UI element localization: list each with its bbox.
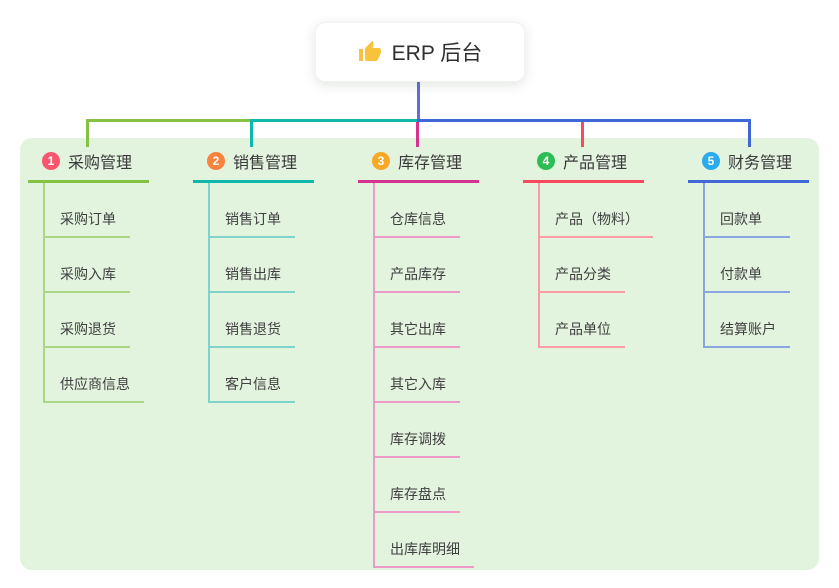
branch-title-sales[interactable]: 2 销售管理 <box>193 146 314 183</box>
node-label: 结算账户 <box>705 319 790 348</box>
badge-2: 2 <box>207 152 225 170</box>
branches-panel <box>20 138 819 570</box>
mindmap-node[interactable]: 采购入库 <box>45 238 144 293</box>
mindmap-node[interactable]: 库存盘点 <box>375 458 474 513</box>
node-label: 库存调拨 <box>375 429 460 458</box>
branch-label: 采购管理 <box>68 155 133 172</box>
node-label: 付款单 <box>705 264 790 293</box>
node-label: 采购订单 <box>45 209 130 238</box>
node-label: 仓库信息 <box>375 209 460 238</box>
branch-label: 产品管理 <box>563 155 628 172</box>
mindmap-node[interactable]: 结算账户 <box>705 293 790 348</box>
branch-sales: 2 销售管理 销售订单 销售出库 销售退货 客户信息 <box>193 146 314 403</box>
node-label: 客户信息 <box>210 374 295 403</box>
branch-label: 库存管理 <box>398 155 463 172</box>
connector-purchase-vertical <box>86 119 89 147</box>
branch-children-product: 产品（物料） 产品分类 产品单位 <box>538 183 653 348</box>
connector-finance-vertical <box>748 119 751 147</box>
branch-label: 财务管理 <box>728 155 793 172</box>
node-label: 产品库存 <box>375 264 460 293</box>
branch-label: 销售管理 <box>233 155 298 172</box>
connector-sales-horizontal <box>250 119 420 122</box>
mindmap-node[interactable]: 供应商信息 <box>45 348 144 403</box>
branch-product: 4 产品管理 产品（物料） 产品分类 产品单位 <box>523 146 653 348</box>
mindmap-node[interactable]: 产品（物料） <box>540 183 653 238</box>
mindmap-node[interactable]: 产品分类 <box>540 238 653 293</box>
mindmap-node[interactable]: 其它入库 <box>375 348 474 403</box>
badge-4: 4 <box>537 152 555 170</box>
connector-product-vertical <box>581 122 584 147</box>
branch-title-finance[interactable]: 5 财务管理 <box>688 146 809 183</box>
root-node-label: ERP 后台 <box>391 42 483 65</box>
badge-1: 1 <box>42 152 60 170</box>
node-label: 采购退货 <box>45 319 130 348</box>
mindmap-node[interactable]: 付款单 <box>705 238 790 293</box>
node-label: 其它出库 <box>375 319 460 348</box>
node-label: 产品单位 <box>540 319 625 348</box>
node-label: 销售订单 <box>210 209 295 238</box>
branch-inventory: 3 库存管理 仓库信息 产品库存 其它出库 其它入库 库存调拨 库存盘点 出库库… <box>358 146 479 568</box>
node-label: 其它入库 <box>375 374 460 403</box>
badge-3: 3 <box>372 152 390 170</box>
branch-children-finance: 回款单 付款单 结算账户 <box>703 183 790 348</box>
node-label: 销售退货 <box>210 319 295 348</box>
connector-sales-vertical <box>250 119 253 147</box>
mindmap-node[interactable]: 采购退货 <box>45 293 144 348</box>
node-label: 销售出库 <box>210 264 295 293</box>
mindmap-node[interactable]: 客户信息 <box>210 348 295 403</box>
mindmap-node[interactable]: 库存调拨 <box>375 403 474 458</box>
node-label: 产品分类 <box>540 264 625 293</box>
badge-5: 5 <box>702 152 720 170</box>
node-label: 库存盘点 <box>375 484 460 513</box>
branch-children-purchase: 采购订单 采购入库 采购退货 供应商信息 <box>43 183 144 403</box>
branch-children-inventory: 仓库信息 产品库存 其它出库 其它入库 库存调拨 库存盘点 出库库明细 <box>373 183 474 568</box>
connector-inventory-vertical <box>416 122 419 147</box>
mindmap-node[interactable]: 出库库明细 <box>375 513 474 568</box>
node-label: 回款单 <box>705 209 790 238</box>
branch-children-sales: 销售订单 销售出库 销售退货 客户信息 <box>208 183 295 403</box>
node-label: 供应商信息 <box>45 374 144 403</box>
node-label: 采购入库 <box>45 264 130 293</box>
thumbs-up-icon <box>358 40 382 64</box>
connector-finance-horizontal <box>417 119 751 122</box>
mindmap-node[interactable]: 采购订单 <box>45 183 144 238</box>
mindmap-node[interactable]: 产品库存 <box>375 238 474 293</box>
branch-title-inventory[interactable]: 3 库存管理 <box>358 146 479 183</box>
mindmap-node[interactable]: 销售退货 <box>210 293 295 348</box>
mindmap-node[interactable]: 销售出库 <box>210 238 295 293</box>
branch-title-purchase[interactable]: 1 采购管理 <box>28 146 149 183</box>
node-label: 产品（物料） <box>540 209 653 238</box>
mindmap-node[interactable]: 产品单位 <box>540 293 653 348</box>
branch-purchase: 1 采购管理 采购订单 采购入库 采购退货 供应商信息 <box>28 146 149 403</box>
branch-finance: 5 财务管理 回款单 付款单 结算账户 <box>688 146 809 348</box>
mindmap-node[interactable]: 销售订单 <box>210 183 295 238</box>
node-label: 出库库明细 <box>375 539 474 568</box>
branch-title-product[interactable]: 4 产品管理 <box>523 146 644 183</box>
mindmap-node[interactable]: 仓库信息 <box>375 183 474 238</box>
mindmap-node[interactable]: 回款单 <box>705 183 790 238</box>
root-node-erp-backend[interactable]: ERP 后台 <box>315 22 525 82</box>
connector-root-vertical <box>417 82 420 120</box>
mindmap-node[interactable]: 其它出库 <box>375 293 474 348</box>
